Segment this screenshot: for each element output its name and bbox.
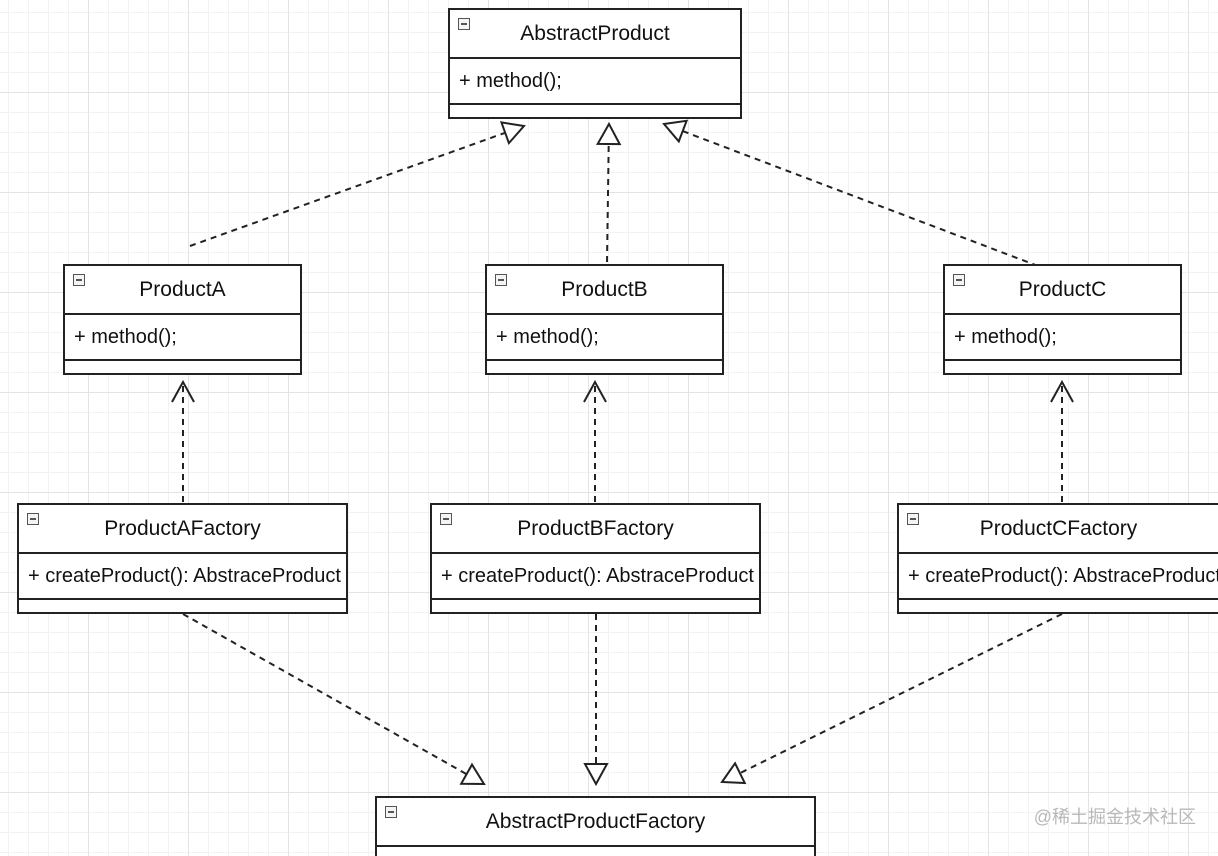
class-product-b[interactable]: ProductB + method(); (485, 264, 724, 375)
class-product-b-factory[interactable]: ProductBFactory + createProduct(): Abstr… (430, 503, 761, 614)
class-name: AbstractProduct (520, 21, 670, 45)
class-method: + method(); (945, 315, 1180, 361)
hollow-triangle-arrowhead (459, 762, 486, 786)
class-method: + createProduct(): AbstraceProduct (899, 554, 1218, 600)
class-method: + createProduct(): AbstraceProduct (432, 554, 759, 600)
class-name: ProductAFactory (104, 516, 261, 540)
open-arrowhead (583, 379, 607, 403)
class-product-a[interactable]: ProductA + method(); (63, 264, 302, 375)
class-product-a-factory[interactable]: ProductAFactory + createProduct(): Abstr… (17, 503, 348, 614)
class-method: + method(); (450, 59, 740, 105)
class-name: ProductC (1018, 277, 1107, 301)
hollow-triangle-arrowhead (596, 121, 622, 146)
class-name: ProductBFactory (517, 516, 674, 540)
hollow-triangle-arrowhead (583, 763, 609, 787)
class-abstract-product[interactable]: AbstractProduct + method(); (448, 8, 742, 119)
realization-line (682, 130, 1039, 267)
class-product-c-factory[interactable]: ProductCFactory + createProduct(): Abstr… (897, 503, 1218, 614)
class-abstract-product-factory[interactable]: AbstractProductFactory (375, 796, 816, 856)
watermark: @稀土掘金技术社区 (1033, 807, 1196, 827)
open-arrowhead (171, 379, 195, 403)
class-name: ProductA (139, 277, 226, 301)
realization-line (606, 143, 610, 263)
class-method: + method(); (65, 315, 300, 361)
open-arrowhead (1050, 379, 1074, 403)
hollow-triangle-arrowhead (720, 761, 747, 785)
collapse-icon[interactable] (907, 513, 919, 525)
collapse-icon[interactable] (458, 18, 470, 30)
collapse-icon[interactable] (440, 513, 452, 525)
class-name: ProductB (561, 277, 648, 301)
collapse-icon[interactable] (73, 274, 85, 286)
realization-line (189, 131, 506, 247)
collapse-icon[interactable] (27, 513, 39, 525)
class-name: AbstractProductFactory (485, 809, 706, 833)
class-name: ProductCFactory (979, 516, 1138, 540)
realization-line (182, 613, 468, 776)
realization-line (739, 613, 1063, 775)
collapse-icon[interactable] (385, 806, 397, 818)
hollow-triangle-arrowhead (499, 121, 526, 146)
class-product-c[interactable]: ProductC + method(); (943, 264, 1182, 375)
class-method: + method(); (487, 315, 722, 361)
hollow-triangle-arrowhead (662, 119, 689, 144)
collapse-icon[interactable] (953, 274, 965, 286)
collapse-icon[interactable] (495, 274, 507, 286)
class-method: + createProduct(): AbstraceProduct (19, 554, 346, 600)
